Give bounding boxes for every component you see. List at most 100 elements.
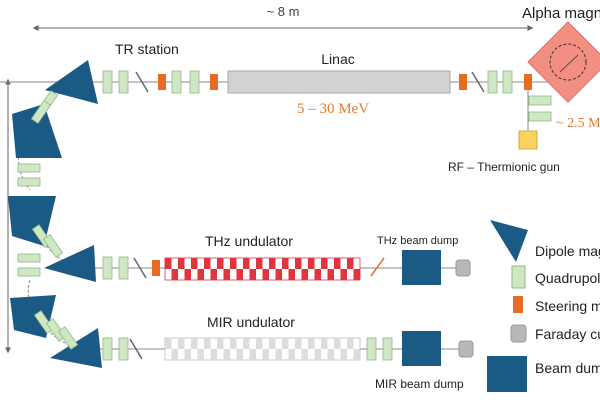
legend-label-quadrupole: Quadrupole [535, 270, 600, 286]
undulator-pole [178, 338, 185, 349]
undulator-pole [269, 338, 276, 349]
dipole-magnets [8, 60, 102, 368]
undulator-pole [184, 269, 191, 280]
undulator-pole [256, 338, 263, 349]
undulator-pole [301, 349, 308, 360]
undulator-pole [269, 258, 276, 269]
undulator-pole [210, 269, 217, 280]
slit-lines [129, 71, 485, 360]
legend-label-beam-dump: Beam dump [535, 360, 600, 376]
undulator-pole [295, 258, 302, 269]
undulator-pole [204, 258, 211, 269]
dimension-8m-label: ~ 8 m [267, 4, 300, 19]
undulator-pole [197, 349, 204, 360]
dipole-magnet [44, 245, 96, 282]
undulator-pole [197, 269, 204, 280]
alpha-magnet-label: Alpha magnet [522, 5, 600, 22]
thz-beam-dump [402, 250, 441, 285]
undulator-pole [347, 338, 354, 349]
steering-magnets [152, 74, 532, 276]
legend-label-faraday: Faraday cup [535, 326, 600, 342]
undulator-pole [171, 269, 178, 280]
undulator-pole [230, 338, 237, 349]
undulator-pole [217, 338, 224, 349]
undulator-pole [340, 269, 347, 280]
thz-undulator [164, 257, 361, 281]
undulator-pole [282, 258, 289, 269]
mir-dump-label: MIR beam dump [375, 377, 464, 391]
energy-label: 5 – 30 MeV [297, 101, 369, 117]
thz-faraday-cup [455, 259, 471, 277]
mir-undulator-label: MIR undulator [207, 314, 295, 330]
undulator-pole [321, 338, 328, 349]
steering-magnet-icon [513, 296, 523, 313]
faraday-cup-icon [510, 324, 527, 343]
undulator-pole [223, 269, 230, 280]
legend: Dipole magnet Quadrupole Steering magnet… [487, 220, 600, 392]
undulator-pole [236, 349, 243, 360]
tr-station-label: TR station [115, 41, 179, 57]
undulator-pole [288, 269, 295, 280]
undulator-pole [249, 349, 256, 360]
undulator-pole [249, 269, 256, 280]
legend-label-dipole: Dipole magnet [535, 243, 600, 259]
undulator-pole [275, 349, 282, 360]
alpha-magnet [527, 21, 600, 103]
undulator-pole [223, 349, 230, 360]
undulator-pole [262, 349, 269, 360]
undulator-pole [178, 258, 185, 269]
gun-energy-label: ~ 2.5 MeV [556, 116, 600, 131]
undulator-pole [275, 269, 282, 280]
dipole-magnet [12, 104, 62, 158]
quadrupoles [17, 70, 552, 361]
undulator-pole [314, 269, 321, 280]
undulator-pole [340, 349, 347, 360]
undulator-pole [288, 349, 295, 360]
dipole-magnet-icon [490, 220, 528, 262]
linac-label: Linac [321, 51, 354, 67]
quadrupole-icon [511, 265, 526, 289]
undulator-pole [347, 258, 354, 269]
undulator-pole [217, 258, 224, 269]
undulator-pole [191, 338, 198, 349]
undulator-pole [165, 258, 172, 269]
undulator-pole [191, 258, 198, 269]
undulator-pole [301, 269, 308, 280]
undulator-pole [334, 338, 341, 349]
undulator-pole [184, 349, 191, 360]
undulator-pole [295, 338, 302, 349]
undulator-pole [353, 269, 360, 280]
undulator-pole [308, 338, 315, 349]
undulator-pole [353, 349, 360, 360]
undulator-pole [282, 338, 289, 349]
undulator-pole [210, 349, 217, 360]
dipole-magnet [50, 328, 102, 368]
rf-gun-label: RF – Thermionic gun [448, 160, 560, 174]
undulator-pole [204, 338, 211, 349]
legend-label-steering: Steering magnet [535, 298, 600, 314]
undulator-pole [171, 349, 178, 360]
linac [227, 70, 451, 94]
undulator-pole [334, 258, 341, 269]
thz-undulator-label: THz undulator [205, 233, 293, 249]
undulator-pole [327, 269, 334, 280]
thermionic-gun [518, 130, 538, 150]
undulator-pole [308, 258, 315, 269]
mir-undulator [164, 337, 361, 361]
mir-faraday-cup [458, 340, 474, 358]
undulator-pole [256, 258, 263, 269]
undulator-pole [262, 269, 269, 280]
mir-beam-dump [402, 331, 441, 366]
undulator-pole [165, 338, 172, 349]
undulator-pole [243, 338, 250, 349]
undulator-pole [314, 349, 321, 360]
undulator-pole [327, 349, 334, 360]
undulator-pole [236, 269, 243, 280]
undulator-pole [321, 258, 328, 269]
beam-dump-icon [487, 356, 527, 392]
undulator-pole [230, 258, 237, 269]
thz-dump-label: THz beam dump [377, 235, 458, 247]
dipole-magnet [45, 60, 98, 104]
undulator-pole [243, 258, 250, 269]
